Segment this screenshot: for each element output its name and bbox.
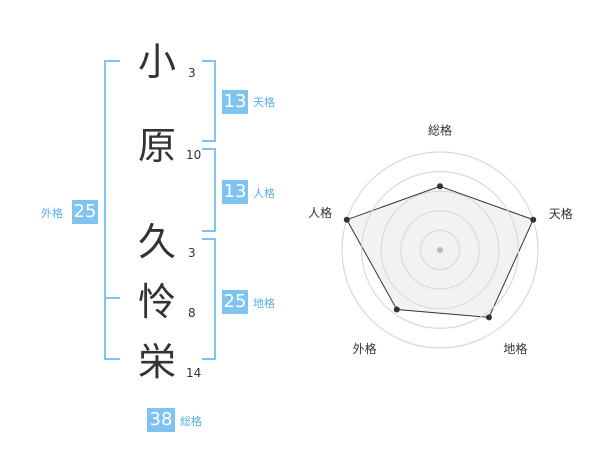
gaikaku-bracket-tick <box>104 297 120 299</box>
tenkaku-value-badge: 13 <box>222 90 248 114</box>
radar-grid-ring-overlay <box>341 151 539 349</box>
radar-axis-label-5: 人格 <box>308 205 332 220</box>
radar-grid-ring-overlay <box>380 190 500 310</box>
jinkaku-value-badge: 13 <box>222 180 248 204</box>
chikaku-label: 地格 <box>253 297 275 310</box>
radar-point-3 <box>485 314 492 321</box>
tenkaku-bracket <box>202 60 216 142</box>
stroke-count-3: 3 <box>188 246 196 260</box>
jinkaku-bracket <box>202 148 216 232</box>
name-char-5: 栄 <box>138 340 177 384</box>
radar-point-5 <box>343 216 350 223</box>
radar-axis-label-2: 天格 <box>549 206 573 221</box>
radar-point-1 <box>437 183 443 190</box>
radar-axis-label-3: 地格 <box>503 341 527 356</box>
stroke-count-4: 8 <box>188 306 196 320</box>
chikaku-value-badge: 25 <box>222 290 248 314</box>
radar-grid-ring-overlay <box>419 229 461 271</box>
radar-grid-ring-overlay <box>361 171 519 329</box>
radar-axis-label-1: 総格 <box>428 122 452 137</box>
jinkaku-label: 人格 <box>253 187 275 200</box>
chikaku-bracket <box>202 238 216 360</box>
stroke-count-5: 14 <box>186 366 202 380</box>
name-char-1: 小 <box>138 40 177 84</box>
soukaku-value-badge: 38 <box>147 408 175 432</box>
gaikaku-bracket <box>104 60 120 360</box>
gaikaku-value-badge: 25 <box>72 200 98 224</box>
name-char-4: 怜 <box>138 280 177 324</box>
tenkaku-label: 天格 <box>253 96 275 109</box>
soukaku-label: 総格 <box>180 415 202 428</box>
radar-point-4 <box>393 306 400 313</box>
name-char-3: 久 <box>138 220 177 264</box>
gaikaku-label: 外格 <box>41 207 63 220</box>
radar-center-dot <box>437 247 443 253</box>
radar-grid-ring-overlay <box>400 210 480 290</box>
radar-point-2 <box>530 216 537 223</box>
stroke-count-1: 3 <box>188 66 196 80</box>
name-char-2: 原 <box>138 124 177 168</box>
stroke-count-2: 10 <box>186 148 202 162</box>
radar-axis-label-4: 外格 <box>353 341 377 356</box>
